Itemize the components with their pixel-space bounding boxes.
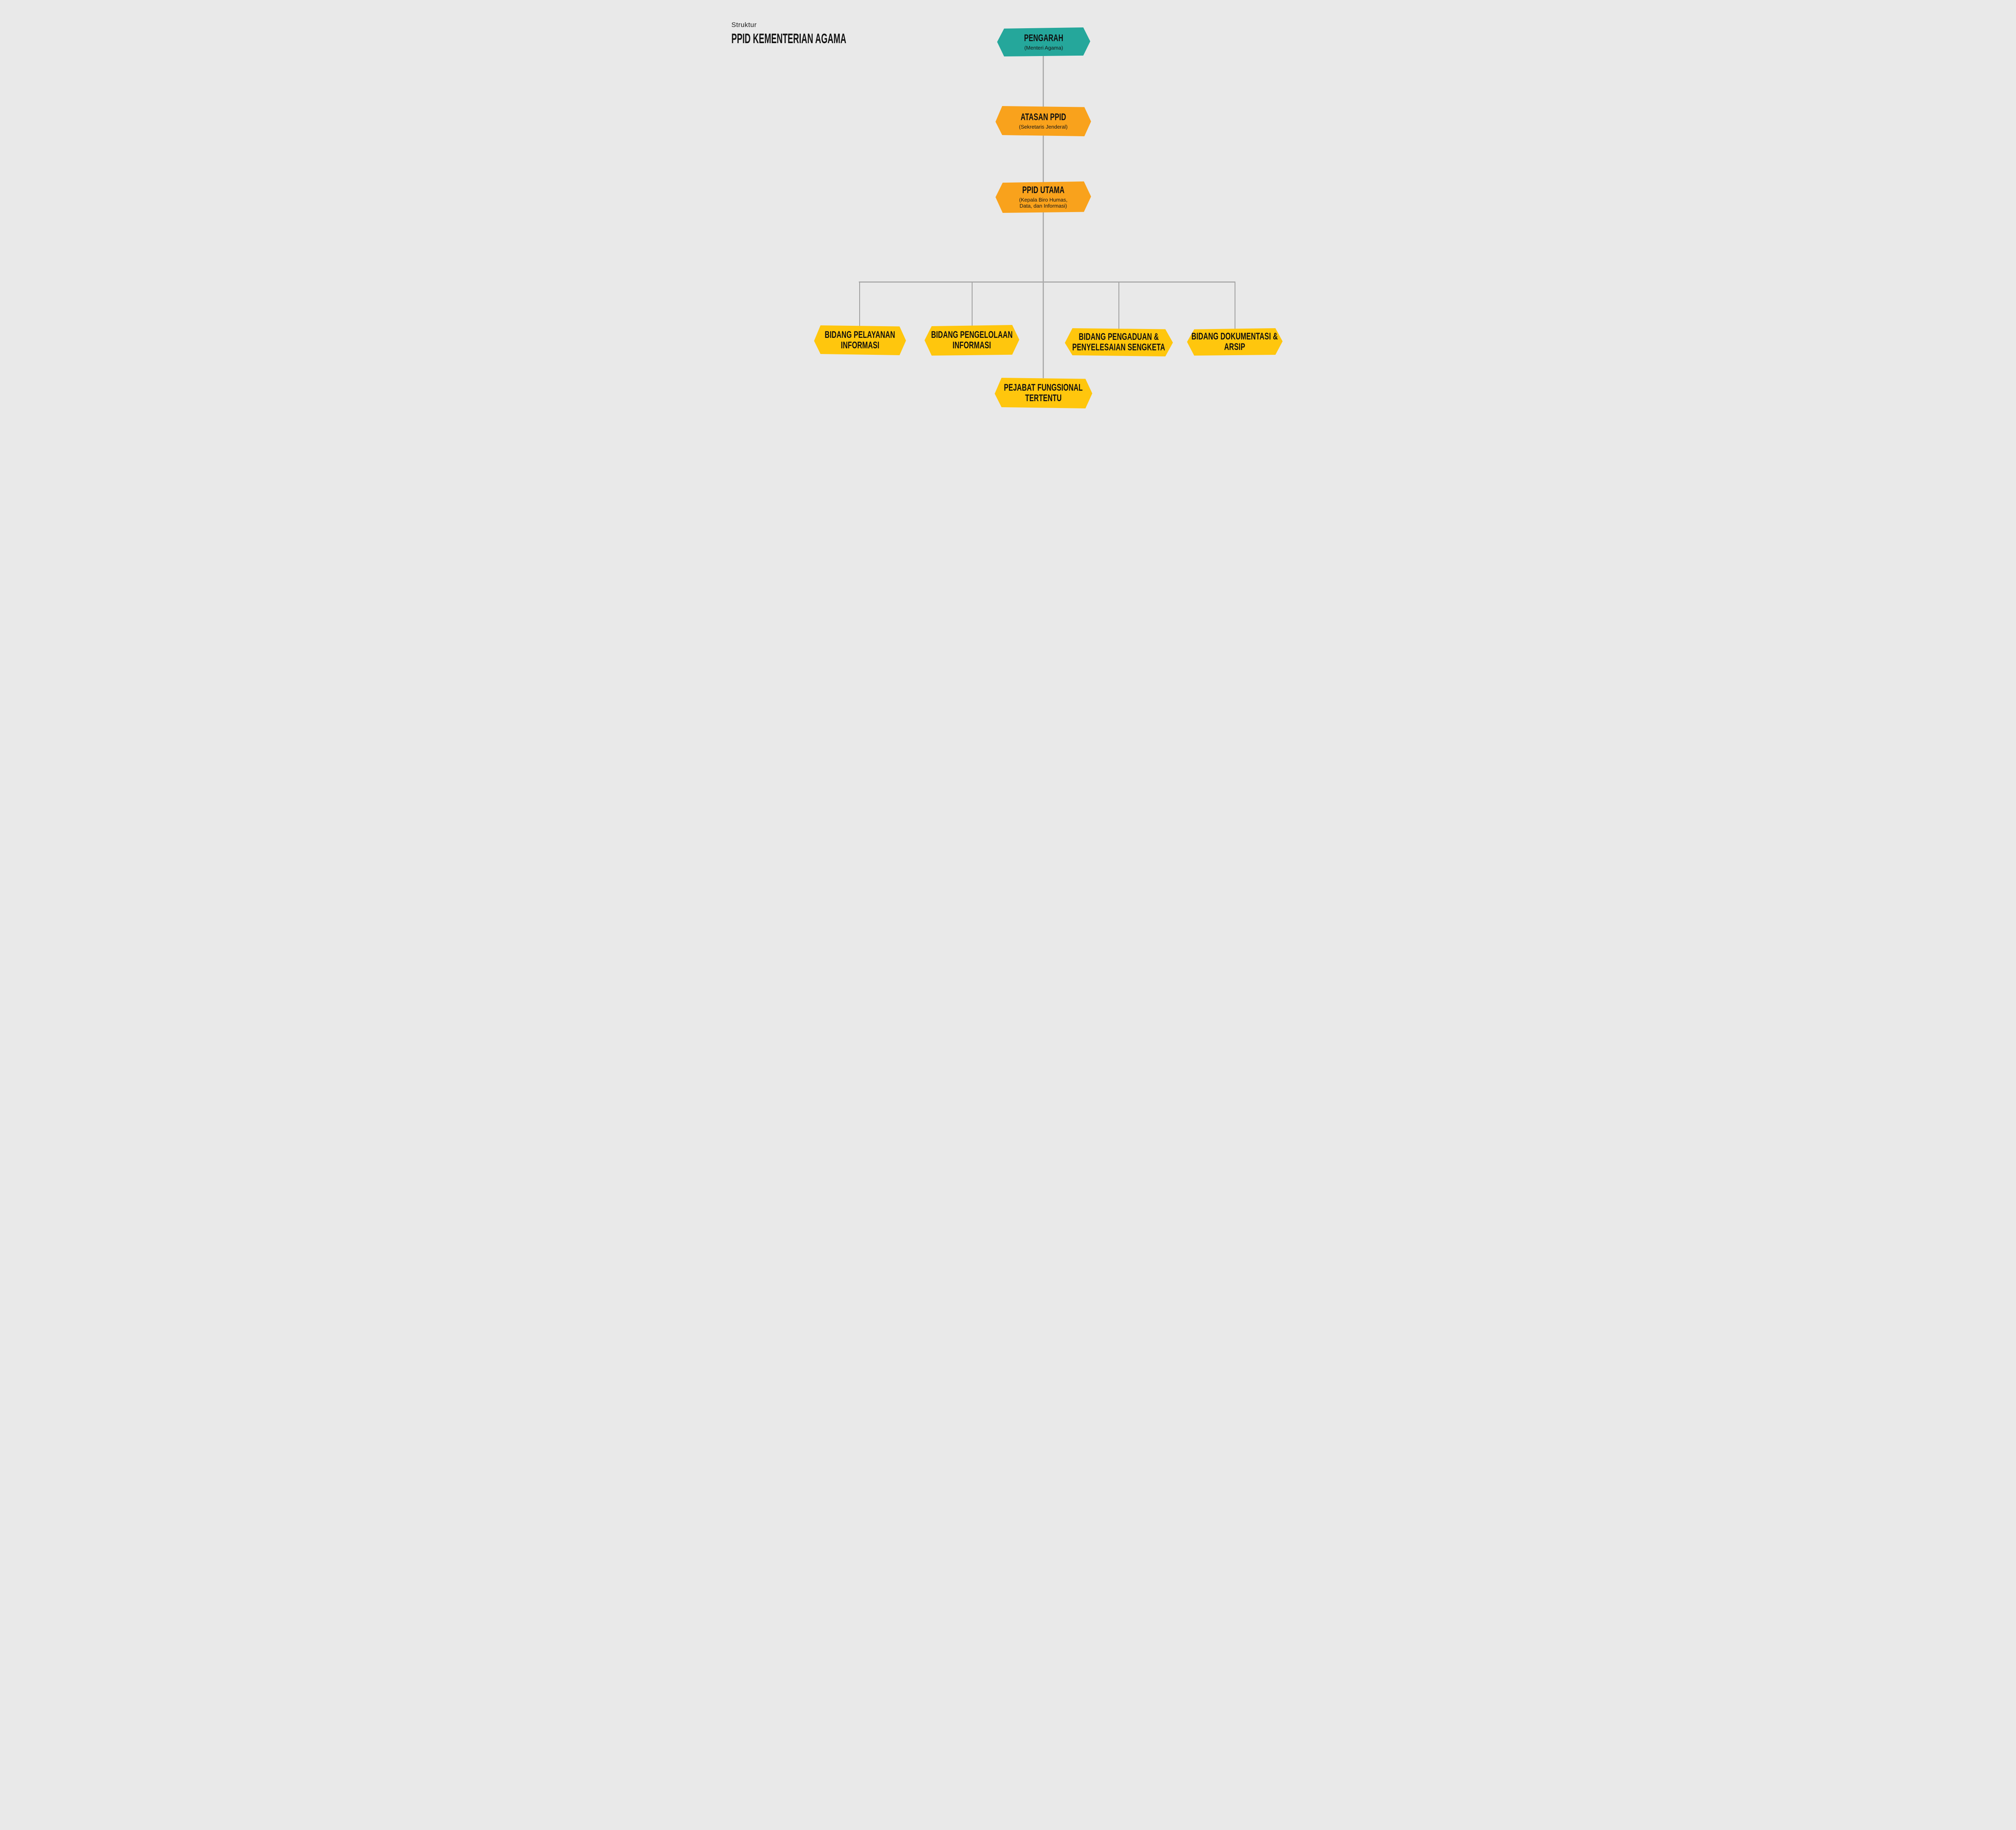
node-bidang-pengelolaan-informasi: BIDANG PENGELOLAAN INFORMASI <box>925 325 1019 356</box>
page-title: PPID KEMENTERIAN AGAMA <box>731 31 846 46</box>
node-atasan-ppid: ATASAN PPID (Sekretaris Jenderal) <box>996 106 1091 136</box>
connector-drop-pengelolaan <box>972 282 973 327</box>
title-block: Struktur PPID KEMENTERIAN AGAMA <box>731 21 923 46</box>
node-bidang-pengaduan-penyelesaian-sengketa: BIDANG PENGADUAN & PENYELESAIAN SENGKETA <box>1065 328 1173 356</box>
connector-drop-pelayanan <box>859 282 860 327</box>
node-pengarah: PENGARAH (Menteri Agama) <box>997 27 1090 56</box>
org-chart-canvas: Struktur PPID KEMENTERIAN AGAMA PENGARAH… <box>703 0 1313 458</box>
connector-trunk-vertical <box>1043 56 1044 378</box>
node-bidang-dokumentasi-arsip: BIDANG DOKUMENTASI & ARSIP <box>1187 328 1283 356</box>
node-title: PPID UTAMA <box>1022 184 1064 196</box>
title-eyebrow: Struktur <box>731 21 757 29</box>
node-ppid-utama: PPID UTAMA (Kepala Biro Humas, Data, dan… <box>996 181 1091 213</box>
node-subtitle: (Menteri Agama) <box>1024 44 1063 51</box>
node-title: BIDANG PENGADUAN & PENYELESAIAN SENGKETA <box>1072 331 1166 353</box>
node-title: BIDANG PENGELOLAAN INFORMASI <box>931 329 1013 351</box>
connector-branch-horizontal <box>859 281 1235 283</box>
node-title: BIDANG DOKUMENTASI & ARSIP <box>1191 331 1278 352</box>
node-subtitle: (Kepala Biro Humas, Data, dan Informasi) <box>1019 196 1068 209</box>
connector-drop-pengaduan <box>1118 282 1119 330</box>
page-title-wrap: PPID KEMENTERIAN AGAMA <box>731 32 923 46</box>
node-title: BIDANG PELAYANAN INFORMASI <box>825 329 896 351</box>
node-subtitle: (Sekretaris Jenderal) <box>1019 124 1068 130</box>
node-bidang-pelayanan-informasi: BIDANG PELAYANAN INFORMASI <box>814 325 906 355</box>
node-title: PEJABAT FUNGSIONAL TERTENTU <box>1004 382 1083 404</box>
node-title: PENGARAH <box>1024 32 1064 44</box>
node-pejabat-fungsional-tertentu: PEJABAT FUNGSIONAL TERTENTU <box>995 378 1092 408</box>
node-title: ATASAN PPID <box>1020 112 1066 123</box>
